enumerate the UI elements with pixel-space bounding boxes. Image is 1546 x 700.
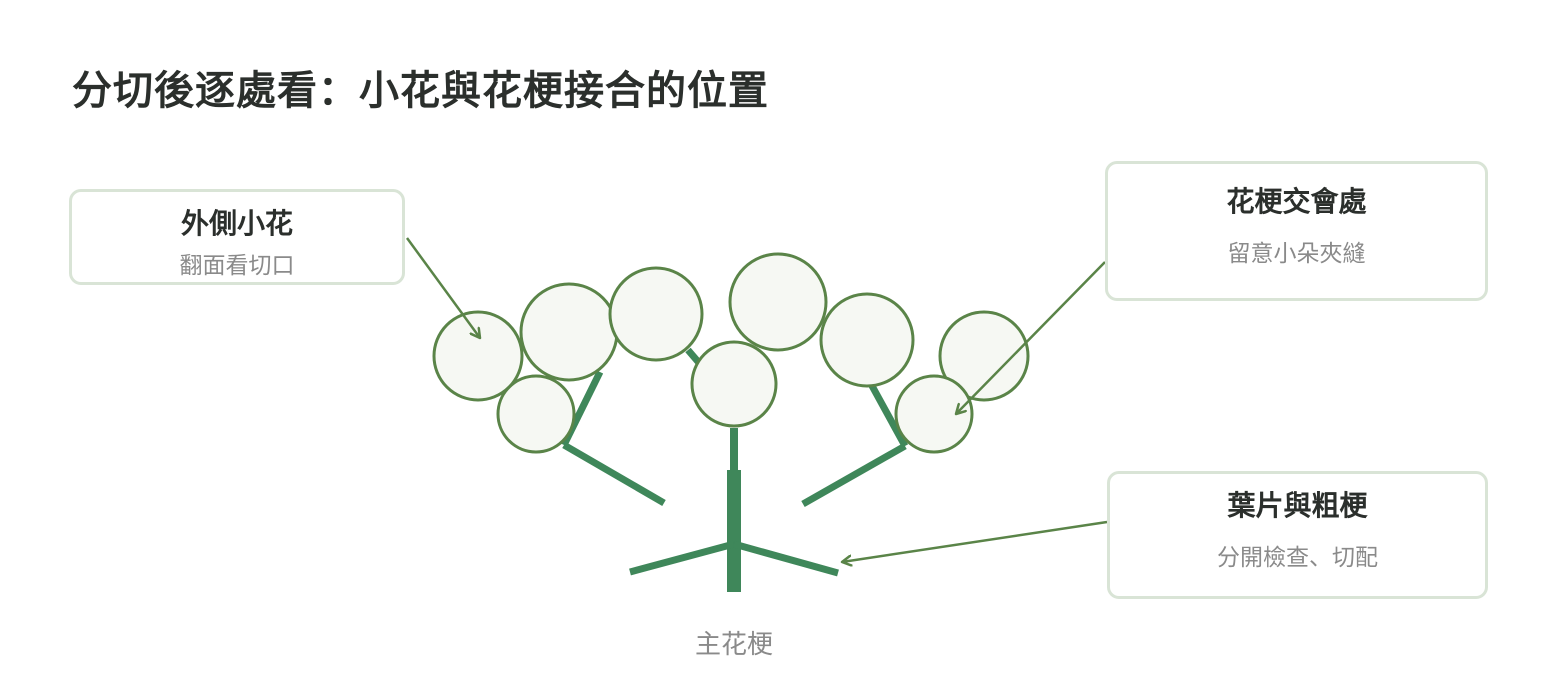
branch-stem-right [801, 442, 907, 508]
arrow-outer-floret [405, 237, 480, 338]
leaf-stem-left [629, 540, 735, 576]
callout-title: 葉片與粗梗 [1227, 489, 1368, 522]
stems [560, 347, 909, 592]
branch-stem-left [562, 441, 666, 507]
callout-leaves-thick-stem: 葉片與粗梗 分開檢查、切配 [1107, 471, 1488, 599]
callout-arrows [405, 237, 1108, 562]
floret [819, 292, 915, 388]
floret [728, 252, 828, 352]
arrow-leaves-stem [842, 520, 1108, 562]
floret [496, 374, 576, 454]
floret [432, 310, 524, 402]
callout-title: 花梗交會處 [1226, 185, 1367, 218]
page-title: 分切後逐處看：小花與花梗接合的位置 [72, 68, 769, 114]
callout-subtitle: 翻面看切口 [179, 253, 295, 279]
leaf-stem-right [733, 540, 839, 577]
floret [519, 282, 619, 382]
florets [432, 252, 1030, 454]
sub-stem-right [867, 382, 909, 448]
floret [938, 310, 1030, 402]
callout-outer-floret: 外側小花 翻面看切口 [69, 189, 405, 285]
main-stem-label: 主花梗 [694, 630, 774, 660]
callout-stem-junction: 花梗交會處 留意小朵夾縫 [1105, 161, 1488, 301]
floret [690, 340, 778, 428]
floret [608, 266, 704, 362]
callout-subtitle: 分開檢查、切配 [1217, 545, 1378, 571]
callout-subtitle: 留意小朵夾縫 [1227, 241, 1366, 267]
callout-title: 外側小花 [180, 207, 293, 240]
floret [894, 374, 974, 454]
arrow-stem-junction [956, 261, 1106, 414]
